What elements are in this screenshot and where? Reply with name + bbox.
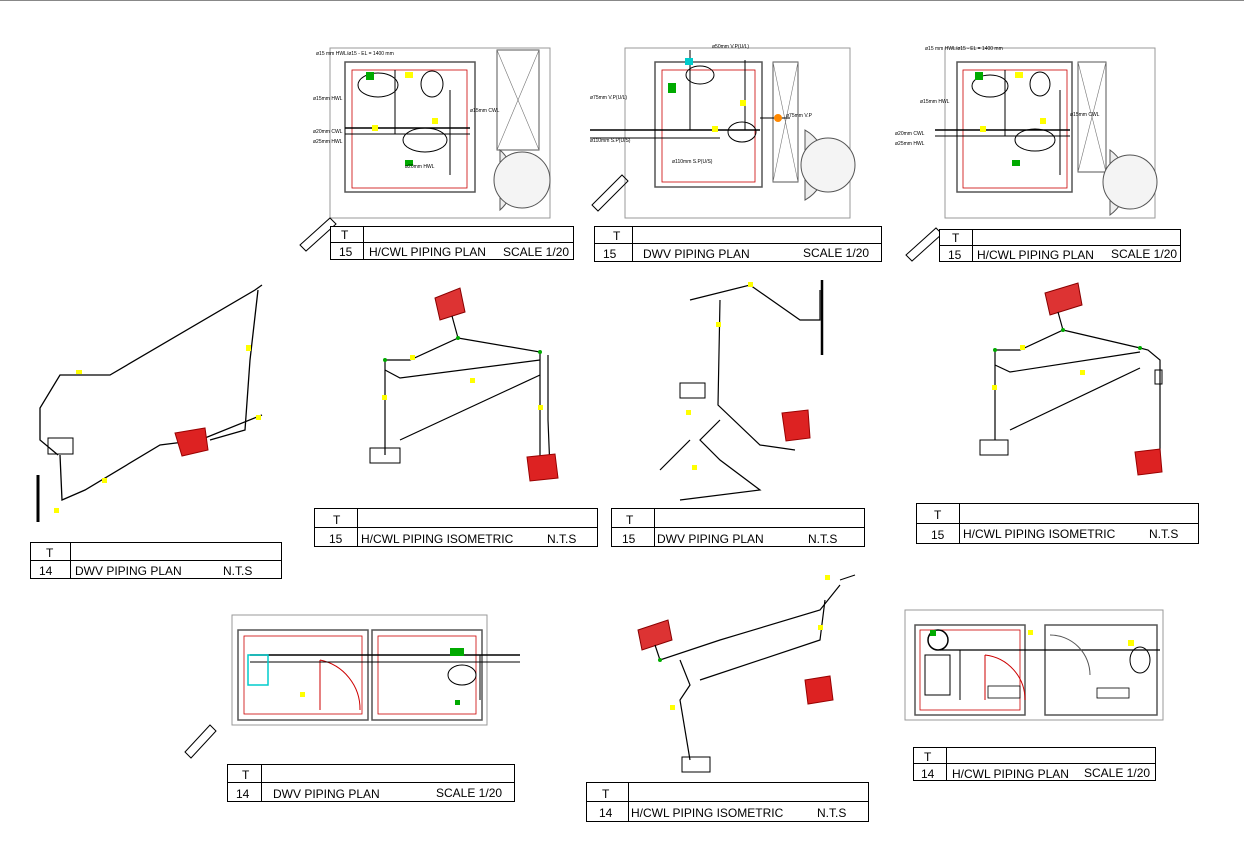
svg-text:ø50mm V.P(U/L): ø50mm V.P(U/L) (712, 44, 749, 50)
title-block-t-label: T (924, 750, 932, 764)
title-block-t-label: T (341, 228, 349, 242)
svg-text:ø110mm S.P(U/S): ø110mm S.P(U/S) (590, 138, 631, 144)
svg-text:ø20mm CWL: ø20mm CWL (313, 129, 343, 135)
title-block-t-label: T (626, 513, 634, 527)
title-block-scale: SCALE 1/20 (1111, 247, 1178, 261)
svg-text:ø15 mm HWL/ø15 - EL = 1400 mm: ø15 mm HWL/ø15 - EL = 1400 mm (316, 51, 394, 57)
hcwl-isometric-2 (979, 282, 1163, 476)
title-block-scale: SCALE 1/20 (503, 245, 570, 259)
page-top-border (0, 0, 1244, 1)
svg-text:ø15mm CWL: ø15mm CWL (470, 108, 500, 114)
title-block-scale: SCALE 1/20 (436, 786, 503, 800)
title-block-number: 14 (921, 767, 935, 781)
title-block-hcwl-plan-14: T 14 H/CWL PIPING PLAN SCALE 1/20 (913, 747, 1156, 781)
svg-text:ø20mm CWL: ø20mm CWL (895, 131, 925, 137)
svg-text:ø20mm HWL: ø20mm HWL (405, 164, 435, 170)
title-block-title: DWV PIPING PLAN (643, 247, 750, 261)
title-block-title: DWV PIPING PLAN (657, 532, 764, 546)
dwv-isometric-2 (659, 280, 824, 501)
title-block-scale: N.T.S (817, 806, 847, 820)
title-block-hcwl-iso-1: T 15 H/CWL PIPING ISOMETRIC N.T.S (314, 508, 598, 547)
title-block-scale: SCALE 1/20 (1084, 766, 1151, 780)
title-block-hcwl-iso-2: T 15 H/CWL PIPING ISOMETRIC N.T.S (916, 503, 1199, 544)
title-block-title: H/CWL PIPING ISOMETRIC (631, 806, 784, 820)
title-block-scale: N.T.S (223, 564, 253, 578)
title-block-number: 15 (622, 532, 636, 546)
title-block-hcwl-plan-1: T 15 H/CWL PIPING PLAN SCALE 1/20 (330, 226, 574, 260)
title-block-number: 15 (339, 245, 353, 259)
title-block-number: 14 (39, 564, 53, 578)
title-block-number: 14 (599, 806, 613, 820)
hcwl-piping-plan-3 (904, 609, 1164, 721)
svg-text:ø75mm V.P(U/L): ø75mm V.P(U/L) (590, 95, 627, 101)
hcwl-piping-plan-2: ø15 mm HWL/ø15 - EL = 1400 mm ø15mm HWL … (895, 46, 1158, 262)
title-block-t-label: T (934, 508, 942, 522)
title-block-number: 15 (931, 528, 945, 542)
dwv-piping-plan-2 (184, 614, 520, 759)
hcwl-isometric-3 (637, 574, 856, 773)
title-block-t-label: T (952, 231, 960, 245)
title-block-t-label: T (602, 787, 610, 801)
title-block-title: H/CWL PIPING PLAN (369, 245, 486, 259)
title-block-number: 15 (948, 248, 962, 262)
title-block-title: H/CWL PIPING PLAN (977, 248, 1094, 262)
svg-text:ø75mm V.P: ø75mm V.P (786, 113, 813, 119)
svg-text:ø15mm HWL: ø15mm HWL (313, 96, 343, 102)
hcwl-piping-plan-1: ø15 mm HWL/ø15 - EL = 1400 mm ø15mm HWL … (299, 47, 551, 252)
title-block-dwv-plan-14: T 14 DWV PIPING PLAN N.T.S (30, 542, 282, 579)
title-block-scale: SCALE 1/20 (803, 246, 870, 260)
title-block-dwv-plan-1: T 15 DWV PIPING PLAN SCALE 1/20 (594, 226, 882, 262)
title-block-title: DWV PIPING PLAN (273, 787, 380, 801)
title-block-scale: N.T.S (1149, 527, 1179, 541)
dwv-piping-plan-1: ø50mm V.P(U/L) ø75mm V.P(U/L) ø110mm S.P… (590, 44, 856, 219)
title-block-scale: N.T.S (808, 532, 838, 546)
title-block-t-label: T (613, 229, 621, 243)
dwv-isometric-1 (36, 284, 263, 522)
title-block-number: 15 (329, 532, 343, 546)
title-block-t-label: T (333, 513, 341, 527)
title-block-title: H/CWL PIPING ISOMETRIC (963, 527, 1116, 541)
svg-text:ø25mm HWL: ø25mm HWL (895, 141, 925, 147)
svg-text:ø15mm HWL: ø15mm HWL (920, 99, 950, 105)
hcwl-isometric-1 (369, 287, 559, 482)
title-block-t-label: T (46, 546, 54, 560)
title-block-number: 15 (603, 247, 617, 261)
title-block-title: DWV PIPING PLAN (75, 564, 182, 578)
title-block-dwv-plan-14b: T 14 DWV PIPING PLAN SCALE 1/20 (227, 764, 515, 802)
title-block-number: 14 (236, 787, 250, 801)
svg-text:ø15 mm HWL/ø15 - EL = 1400 mm: ø15 mm HWL/ø15 - EL = 1400 mm (925, 46, 1003, 52)
svg-text:ø110mm S.P(U/S): ø110mm S.P(U/S) (672, 159, 713, 165)
title-block-dwv-plan-15: T 15 DWV PIPING PLAN N.T.S (611, 508, 865, 547)
svg-text:ø25mm HWL: ø25mm HWL (313, 139, 343, 145)
title-block-t-label: T (242, 768, 250, 782)
title-block-hcwl-plan-2: T 15 H/CWL PIPING PLAN SCALE 1/20 (939, 229, 1181, 262)
title-block-scale: N.T.S (547, 532, 577, 546)
title-block-title: H/CWL PIPING PLAN (952, 767, 1069, 781)
title-block-hcwl-iso-3: T 14 H/CWL PIPING ISOMETRIC N.T.S (586, 782, 869, 822)
svg-text:ø15mm CWL: ø15mm CWL (1070, 112, 1100, 118)
title-block-title: H/CWL PIPING ISOMETRIC (361, 532, 514, 546)
